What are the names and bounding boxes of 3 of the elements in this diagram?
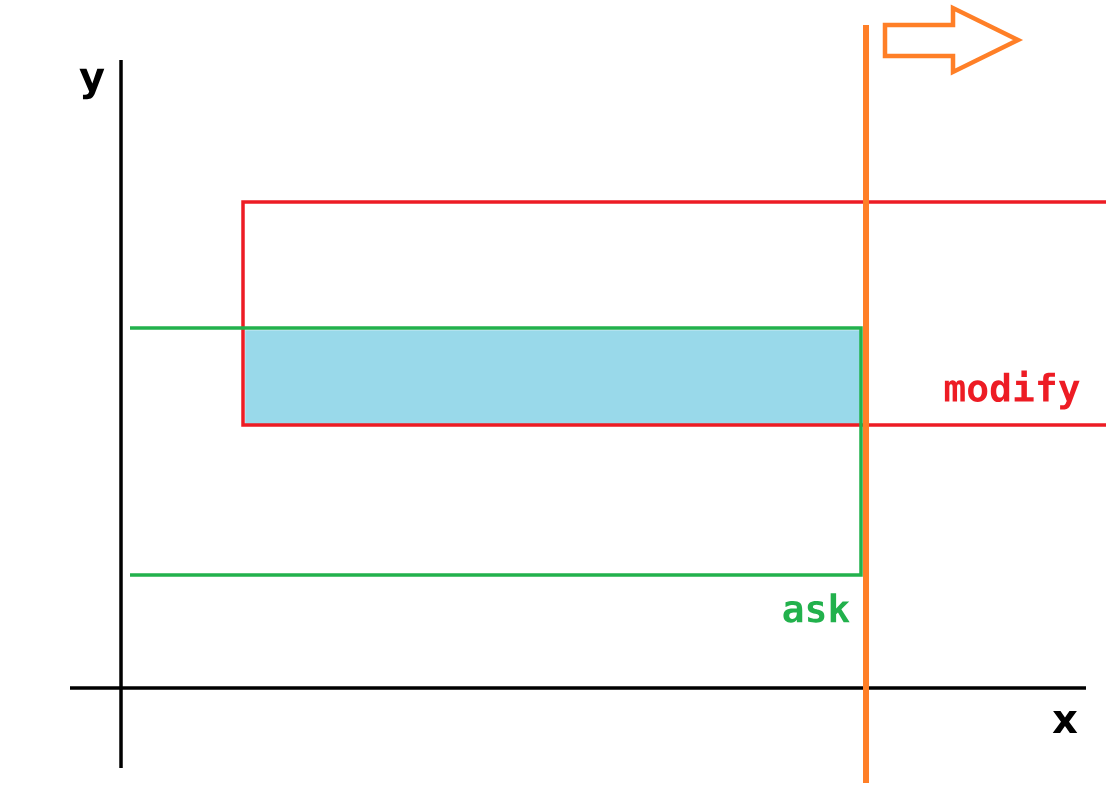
axis-label: x bbox=[1052, 711, 1078, 733]
axis-label: y bbox=[79, 68, 105, 100]
overlap-region bbox=[245, 330, 861, 425]
